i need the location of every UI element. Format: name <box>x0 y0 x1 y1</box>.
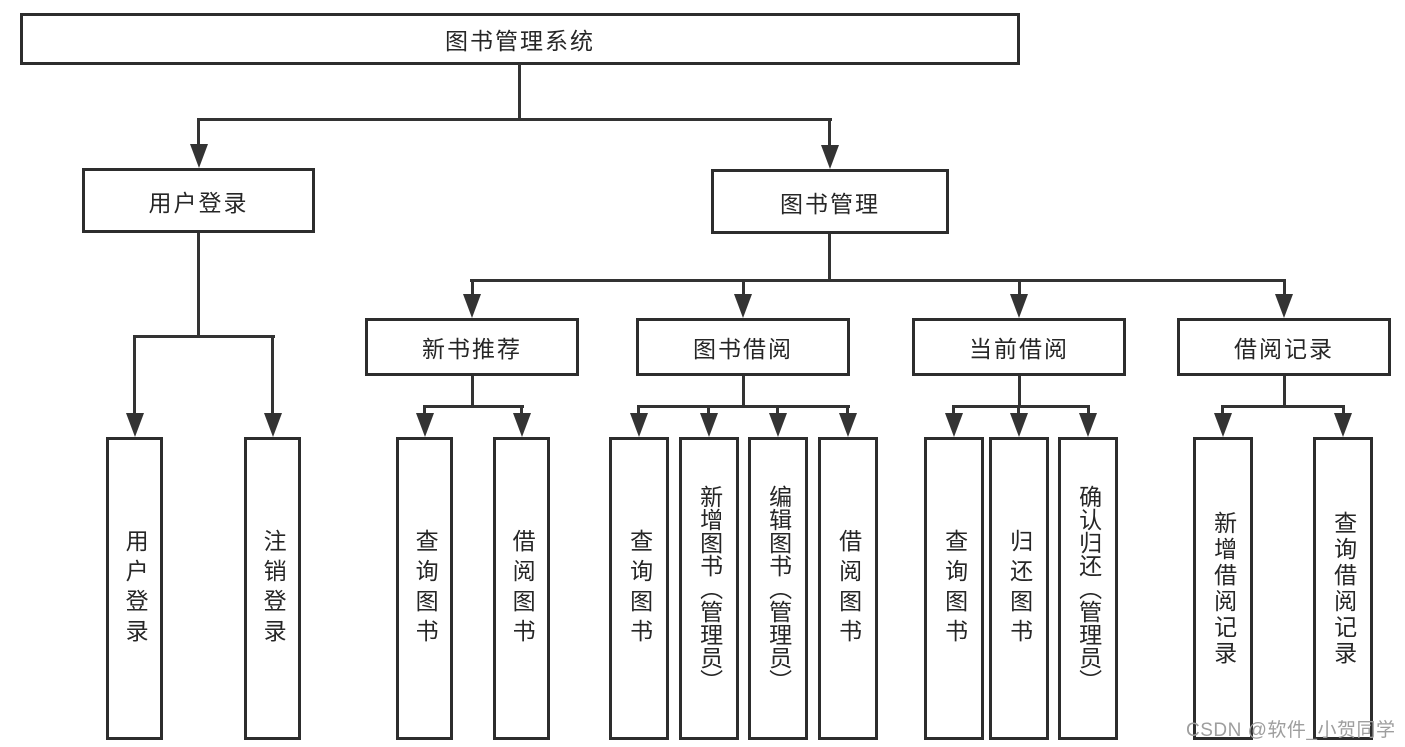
arrow-down-icon <box>734 294 752 318</box>
connector-line <box>637 405 850 408</box>
arrow-down-icon <box>1275 294 1293 318</box>
connector-line <box>1221 405 1224 419</box>
node-root: 图书管理系统 <box>20 13 1020 65</box>
arrow-down-icon <box>821 145 839 169</box>
arrow-down-icon <box>190 144 208 168</box>
node-user-login: 用户登录 <box>82 168 315 233</box>
arrow-down-icon <box>1010 294 1028 318</box>
connector-line <box>742 279 745 299</box>
connector-line <box>776 405 779 419</box>
connector-line <box>952 405 955 419</box>
connector-line <box>470 279 1286 282</box>
connector-line <box>271 335 274 419</box>
connector-line <box>133 335 275 338</box>
leaf-add-book-admin: 新增图书（管理员） <box>679 437 739 740</box>
arrow-down-icon <box>463 294 481 318</box>
connector-line <box>846 405 849 419</box>
connector-line <box>1342 405 1345 419</box>
leaf-borrow-book-recommend: 借阅图书 <box>493 437 550 740</box>
connector-line <box>471 279 474 299</box>
connector-line <box>1018 376 1021 408</box>
arrow-down-icon <box>126 413 144 437</box>
arrow-down-icon <box>1010 413 1028 437</box>
connector-line <box>471 376 474 408</box>
connector-line <box>1018 279 1021 299</box>
connector-line <box>828 234 831 282</box>
node-book-management: 图书管理 <box>711 169 949 234</box>
connector-line <box>423 405 426 419</box>
arrow-down-icon <box>945 413 963 437</box>
arrow-down-icon <box>1214 413 1232 437</box>
connector-line <box>197 118 200 150</box>
connector-line <box>518 64 521 121</box>
leaf-borrow-book: 借阅图书 <box>818 437 878 740</box>
arrow-down-icon <box>264 413 282 437</box>
leaf-query-borrow-record: 查询借阅记录 <box>1313 437 1373 740</box>
connector-line <box>1221 405 1345 408</box>
arrow-down-icon <box>513 413 531 437</box>
connector-line <box>637 405 640 419</box>
leaf-query-book-recommend: 查询图书 <box>396 437 453 740</box>
connector-line <box>1087 405 1090 419</box>
connector-line <box>133 335 136 419</box>
leaf-add-borrow-record: 新增借阅记录 <box>1193 437 1253 740</box>
connector-line <box>520 405 523 419</box>
leaf-logout: 注销登录 <box>244 437 301 740</box>
arrow-down-icon <box>630 413 648 437</box>
watermark: CSDN @软件_小贺同学 <box>1186 720 1396 741</box>
node-current-borrow: 当前借阅 <box>912 318 1126 376</box>
connector-line <box>828 118 831 150</box>
leaf-query-book-borrow: 查询图书 <box>609 437 669 740</box>
leaf-return-book: 归还图书 <box>989 437 1049 740</box>
connector-line <box>952 405 1090 408</box>
connector-line <box>1283 376 1286 408</box>
arrow-down-icon <box>839 413 857 437</box>
leaf-confirm-return-admin: 确认归还（管理员） <box>1058 437 1118 740</box>
connector-line <box>197 233 200 337</box>
arrow-down-icon <box>769 413 787 437</box>
connector-line <box>423 405 524 408</box>
leaf-edit-book-admin: 编辑图书（管理员） <box>748 437 808 740</box>
connector-line <box>1283 279 1286 299</box>
leaf-user-login: 用户登录 <box>106 437 163 740</box>
connector-line <box>742 376 745 408</box>
node-borrow-records: 借阅记录 <box>1177 318 1391 376</box>
node-new-book-recommend: 新书推荐 <box>365 318 579 376</box>
connector-line <box>707 405 710 419</box>
arrow-down-icon <box>700 413 718 437</box>
node-book-borrow: 图书借阅 <box>636 318 850 376</box>
connector-line <box>1017 405 1020 419</box>
leaf-query-book-current: 查询图书 <box>924 437 984 740</box>
connector-line <box>198 118 832 121</box>
arrow-down-icon <box>1079 413 1097 437</box>
arrow-down-icon <box>1334 413 1352 437</box>
arrow-down-icon <box>416 413 434 437</box>
